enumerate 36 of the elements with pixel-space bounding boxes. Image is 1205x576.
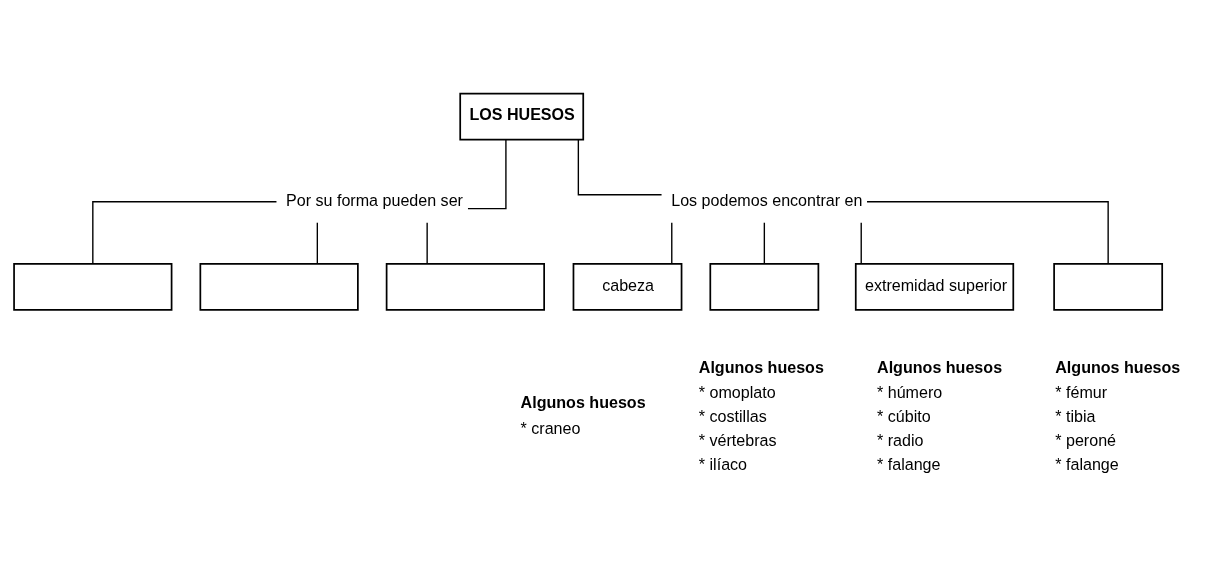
node-label: Algunos huesos: [698, 357, 824, 376]
node-label: * falange: [877, 454, 941, 473]
node-text: Por su forma pueden ser: [286, 190, 463, 209]
connector: [763, 221, 766, 264]
node-box: extremidad superior: [854, 262, 1015, 311]
node-label: * radio: [877, 430, 924, 449]
node-label: * peroné: [1055, 430, 1117, 449]
node-text: Los podemos encontrar en: [671, 190, 863, 209]
node-box: [709, 262, 820, 311]
connector: [577, 138, 663, 195]
node-label: * falange: [1055, 454, 1119, 473]
node-label: Algunos huesos: [877, 357, 1003, 376]
connector: [671, 221, 673, 264]
node-label: * cúbito: [877, 406, 931, 425]
connector: [316, 221, 319, 264]
node-label: * tibia: [1055, 406, 1096, 425]
node-label: * craneo: [520, 418, 581, 437]
node-label: Algunos huesos: [1055, 357, 1181, 376]
node-label: * fémur: [1055, 382, 1108, 401]
node-box: [385, 262, 545, 311]
connector: [467, 138, 507, 209]
node-label: * húmero: [877, 382, 943, 401]
node-box: LOS HUESOS: [459, 92, 585, 140]
node-box: [1053, 262, 1164, 311]
node-box: [13, 262, 173, 311]
node-label: Algunos huesos: [520, 392, 646, 411]
connector: [860, 221, 862, 264]
node-label: * omoplato: [698, 382, 776, 401]
connector: [866, 200, 1109, 264]
connector: [426, 221, 428, 264]
node-label: * costillas: [698, 406, 767, 425]
connector: [92, 200, 278, 264]
node-label: * ilíaco: [698, 454, 748, 473]
node-box: cabeza: [572, 262, 683, 311]
node-label: * vértebras: [698, 430, 777, 449]
node-box: [199, 262, 359, 311]
